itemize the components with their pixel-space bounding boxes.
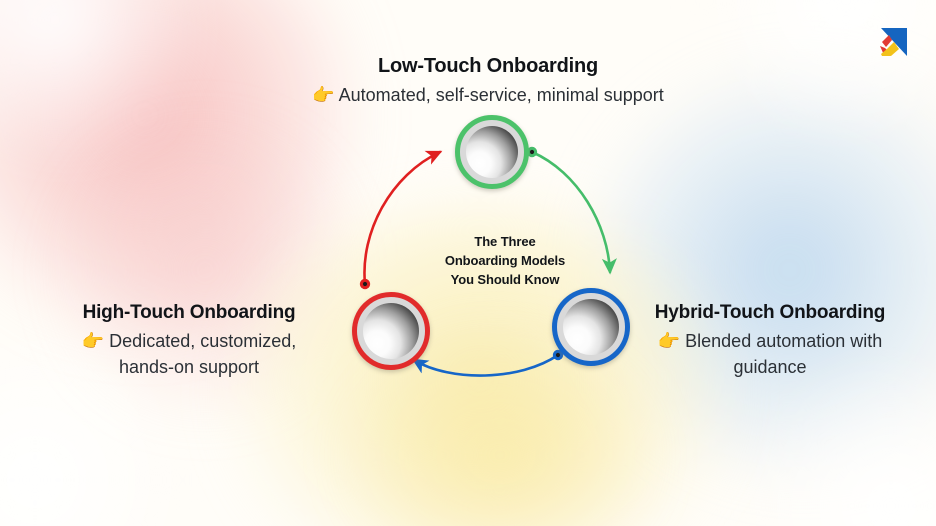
label-low-touch-title: Low-Touch Onboarding [377,55,599,77]
label-high-touch-desc-text1: Dedicated, customized, [109,331,297,351]
label-hybrid-touch-desc: 👉 Blended automation with guidance [620,328,920,380]
label-hybrid-touch: Hybrid-Touch Onboarding 👉 Blended automa… [620,300,920,380]
center-title-line1: The Three [474,234,536,249]
glossy-sphere-icon [563,299,619,355]
label-high-touch-title: High-Touch Onboarding [82,302,296,323]
label-high-touch-desc-line1: 👉 Dedicated, customized, [24,328,354,354]
label-hybrid-touch-desc-line1: 👉 Blended automation with [620,328,920,354]
center-title-line3: You Should Know [450,272,560,287]
pointing-hand-icon: 👉 [312,85,335,105]
label-low-touch: Low-Touch Onboarding 👉 Automated, self-s… [188,54,788,108]
pointing-hand-icon: 👉 [81,331,105,351]
label-hybrid-touch-desc-text1: Blended automation with [685,331,883,351]
glossy-sphere-icon [466,126,518,178]
node-high-touch[interactable] [352,292,430,370]
glossy-sphere-icon [363,303,419,359]
pointing-hand-icon: 👉 [657,331,681,351]
node-hybrid-touch[interactable] [552,288,630,366]
label-low-touch-desc: 👉 Automated, self-service, minimal suppo… [188,83,788,108]
arrow-hybrid-to-high [411,349,564,377]
label-high-touch-desc: 👉 Dedicated, customized, hands-on suppor… [24,328,354,380]
background-highlight-top-left [0,0,220,170]
node-low-touch[interactable] [455,115,529,189]
label-hybrid-touch-desc-line2: guidance [733,357,807,377]
center-title-line2: Onboarding Models [444,253,566,268]
label-high-touch: High-Touch Onboarding 👉 Dedicated, custo… [24,300,354,380]
label-high-touch-desc-line2: hands-on support [118,357,260,377]
background-blob-blue [596,70,936,470]
center-title: The Three Onboarding Models You Should K… [405,232,605,289]
label-low-touch-desc-text: Automated, self-service, minimal support [338,85,664,105]
background-blob-rose [0,0,360,350]
label-hybrid-touch-title: Hybrid-Touch Onboarding [654,302,886,323]
background-highlight-bottom-right [726,356,936,526]
brand-logo-icon [880,28,907,56]
